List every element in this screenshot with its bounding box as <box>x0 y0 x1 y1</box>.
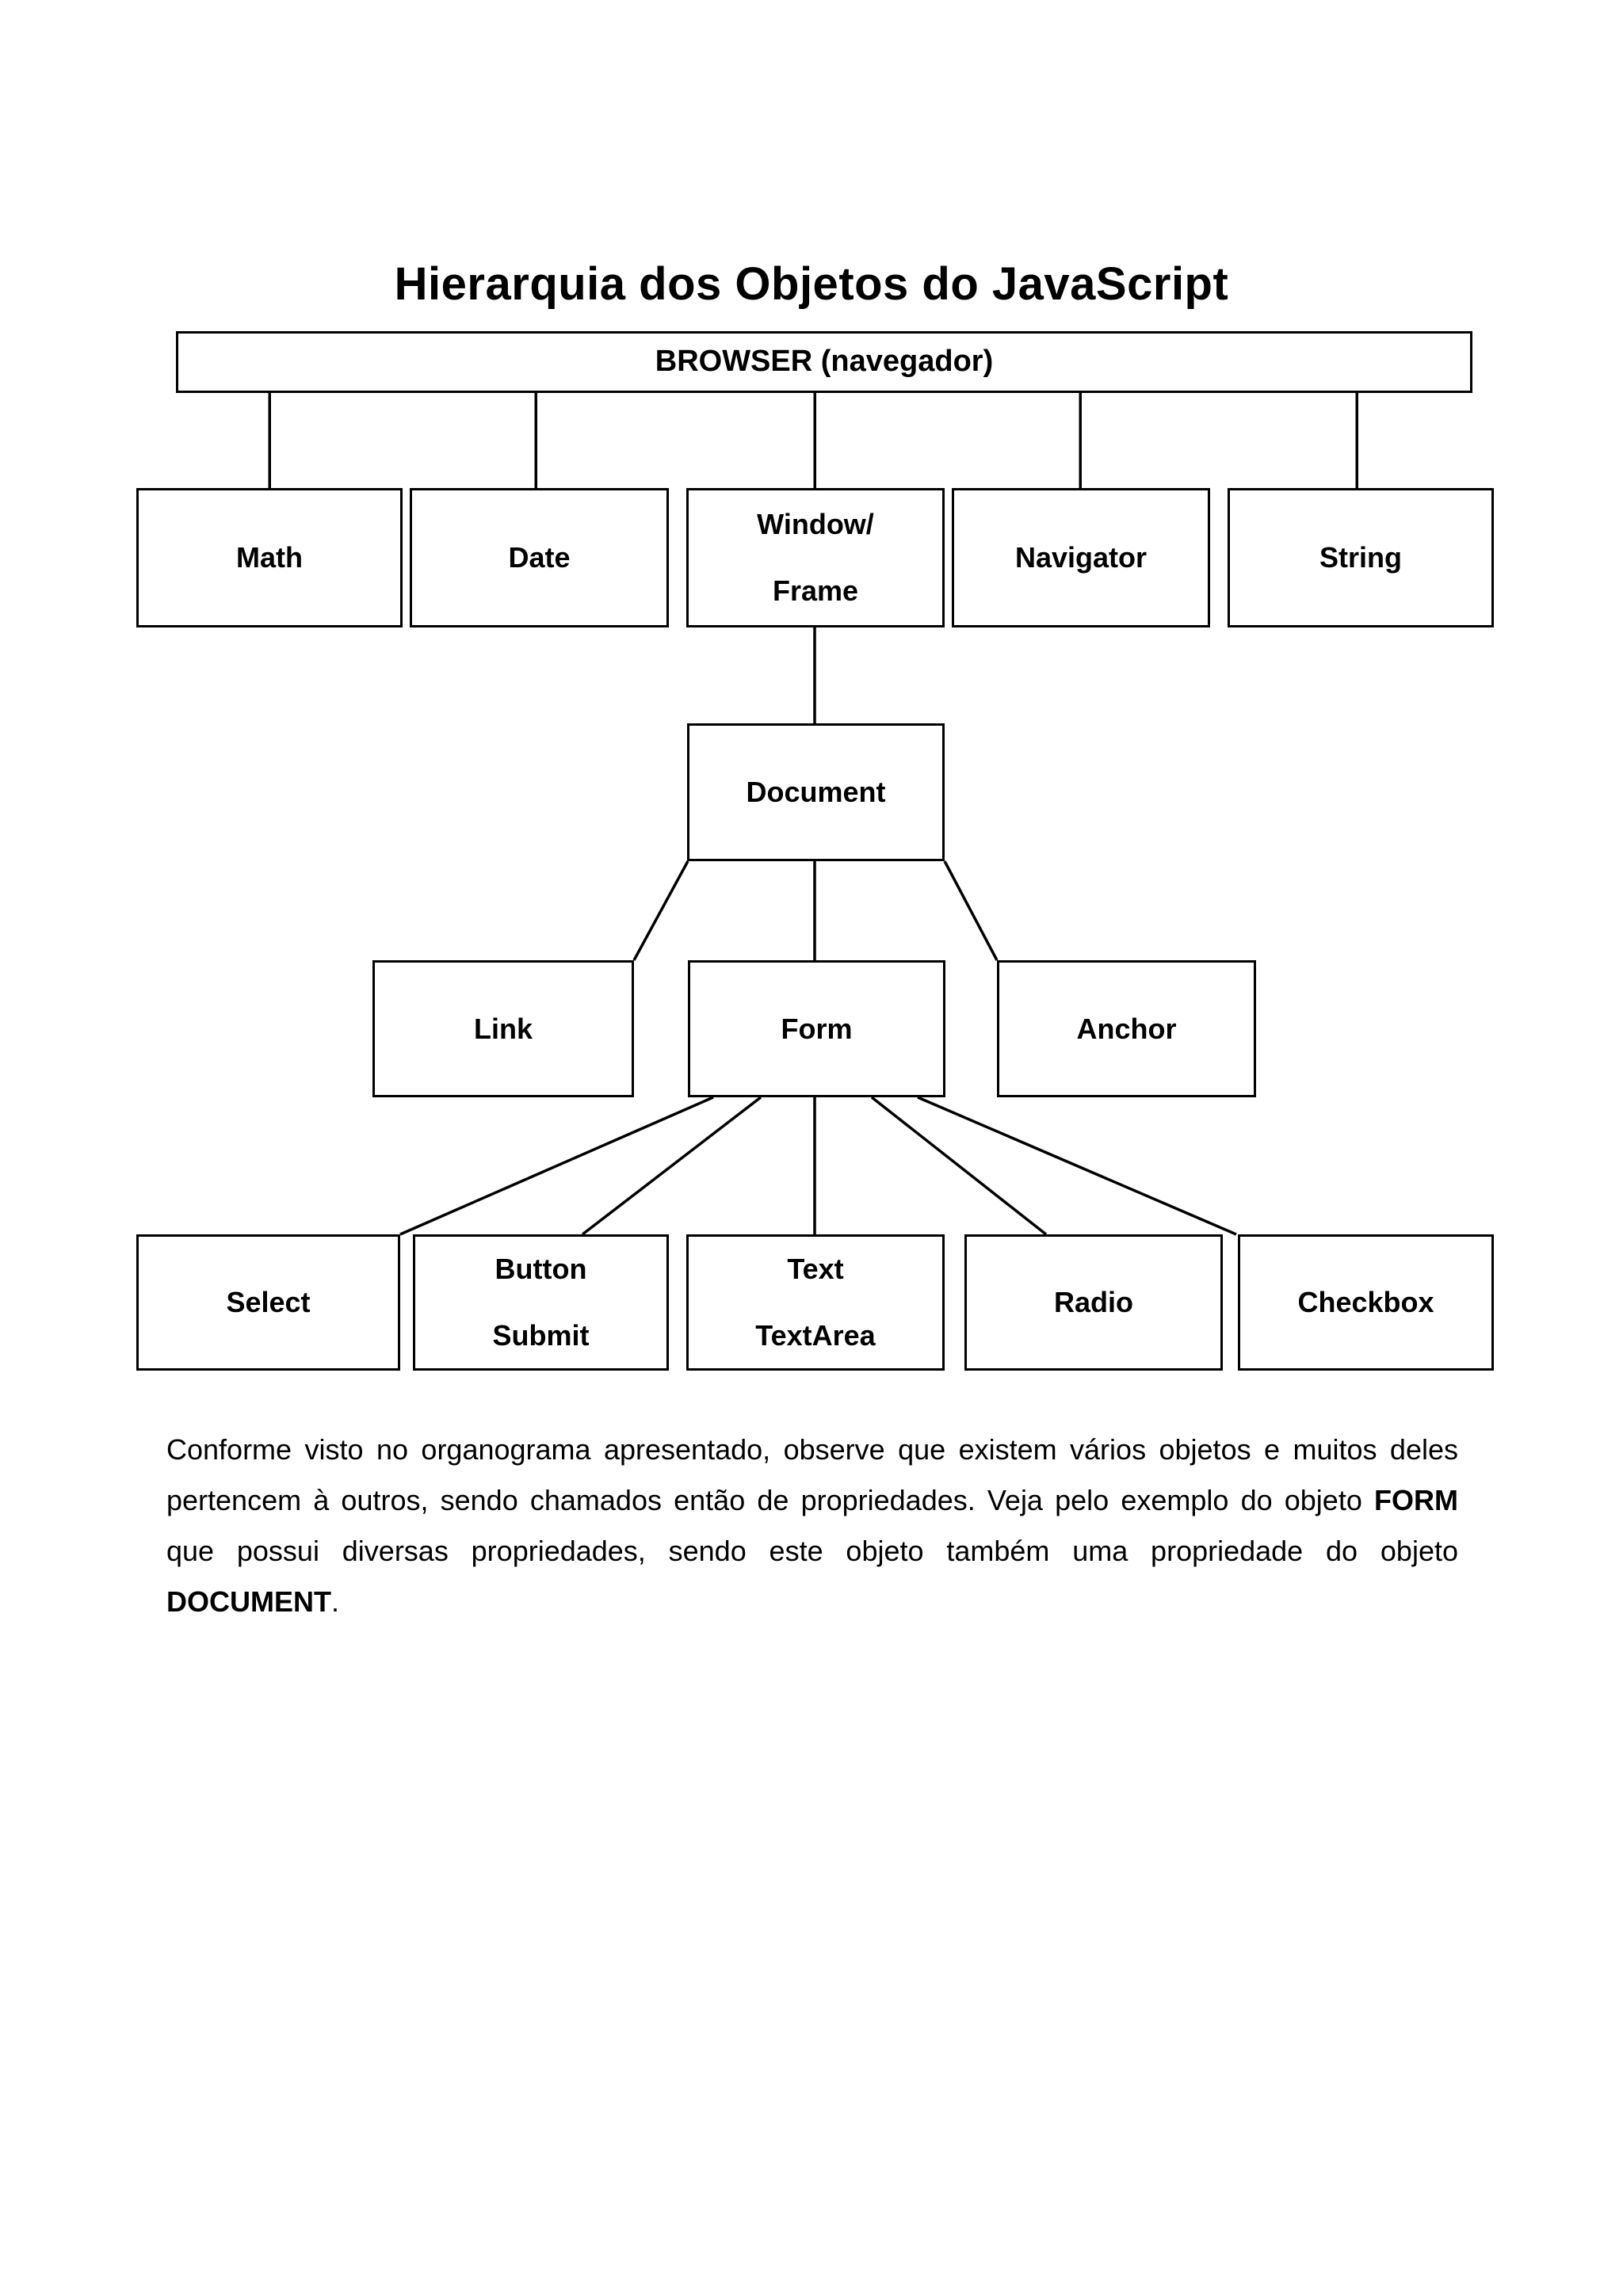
node-anchor[interactable]: Anchor <box>997 960 1256 1097</box>
node-select-label: Select <box>226 1286 311 1319</box>
node-browser-label: BROWSER (navegador) <box>655 345 994 379</box>
edge-document-link <box>632 860 689 961</box>
node-link-label: Link <box>473 1012 533 1045</box>
node-form[interactable]: Form <box>688 960 945 1097</box>
node-form-label: Form <box>781 1012 853 1045</box>
edge-form-select <box>399 1096 714 1236</box>
paragraph-part-3: . <box>330 1585 339 1618</box>
node-link[interactable]: Link <box>372 960 634 1097</box>
paragraph-bold-form: FORM <box>1374 1484 1458 1516</box>
node-window-frame-label-line1: Window/ <box>757 508 874 541</box>
node-math-label: Math <box>236 541 303 574</box>
node-anchor-label: Anchor <box>1076 1012 1177 1045</box>
node-text-textarea-label-line1: Text <box>787 1253 844 1286</box>
node-navigator-label: Navigator <box>1014 541 1148 574</box>
node-date[interactable]: Date <box>410 488 669 627</box>
node-checkbox-label: Checkbox <box>1297 1286 1434 1319</box>
node-radio-label: Radio <box>1053 1286 1133 1319</box>
node-browser[interactable]: BROWSER (navegador) <box>176 331 1472 393</box>
node-window-frame-label-line2: Frame <box>772 574 859 607</box>
node-date-label: Date <box>508 541 571 574</box>
node-document-label: Document <box>746 776 886 809</box>
node-math[interactable]: Math <box>136 488 403 627</box>
edge-form-button <box>581 1096 762 1236</box>
node-radio[interactable]: Radio <box>964 1234 1223 1371</box>
edge-document-anchor <box>943 860 999 961</box>
node-document[interactable]: Document <box>687 723 945 861</box>
node-button-submit[interactable]: Button Submit <box>413 1234 669 1371</box>
node-text-textarea-label-line2: TextArea <box>755 1319 876 1352</box>
node-string-label: String <box>1319 541 1402 574</box>
paragraph-bold-document: DOCUMENT <box>166 1585 331 1618</box>
node-checkbox[interactable]: Checkbox <box>1238 1234 1494 1371</box>
node-button-submit-label-line1: Button <box>495 1253 587 1286</box>
node-string[interactable]: String <box>1228 488 1494 627</box>
node-navigator[interactable]: Navigator <box>952 488 1210 627</box>
edge-form-radio <box>870 1096 1048 1236</box>
edge-form-checkbox <box>917 1096 1237 1236</box>
page-title: Hierarquia dos Objetos do JavaScript <box>394 257 1229 310</box>
node-text-textarea[interactable]: Text TextArea <box>686 1234 945 1371</box>
paragraph-part-2: que possui diversas propriedades, sendo … <box>166 1535 1458 1567</box>
explanatory-paragraph: Conforme visto no organograma apresentad… <box>166 1425 1458 1627</box>
node-window-frame[interactable]: Window/ Frame <box>686 488 945 627</box>
node-select[interactable]: Select <box>136 1234 400 1371</box>
node-button-submit-label-line2: Submit <box>492 1319 590 1352</box>
paragraph-part-1: Conforme visto no organograma apresentad… <box>166 1433 1458 1516</box>
